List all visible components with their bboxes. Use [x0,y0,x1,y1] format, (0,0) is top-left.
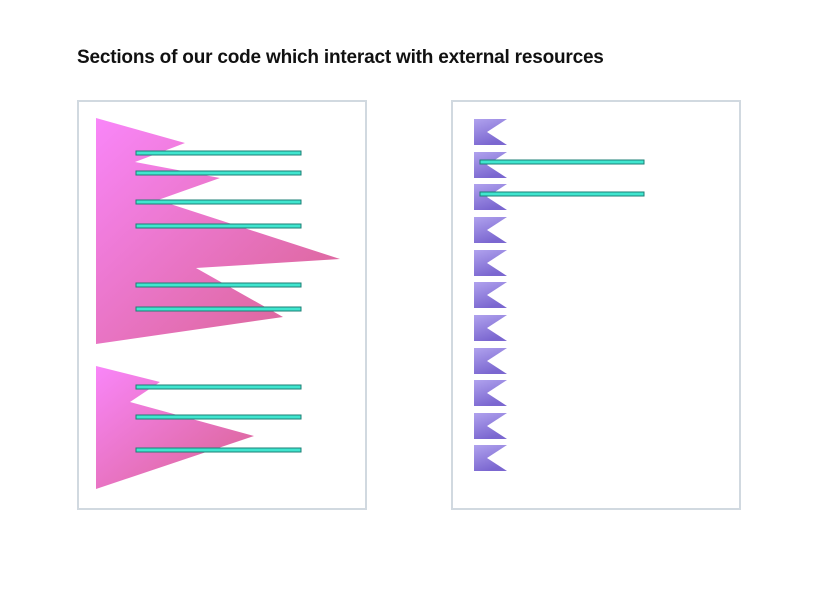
highlight-bar [135,384,302,390]
flag-icon [474,315,507,341]
right-highlight-bars [479,159,645,197]
code-block-shape-small [96,366,254,489]
highlight-bar [135,447,302,453]
flag-icon [474,445,507,471]
left-highlight-bars [135,150,302,453]
flag-icon [474,250,507,276]
flag-icon [474,348,507,374]
highlight-bar [135,306,302,312]
highlight-bar [135,282,302,288]
flag-icon [474,119,507,145]
flag-icon [474,184,507,210]
right-flag-icons [474,119,507,471]
flag-icon [474,413,507,439]
flag-icon [474,217,507,243]
flag-icon [474,380,507,406]
highlight-bar [479,191,645,197]
highlight-bar [135,170,302,176]
highlight-bar [135,150,302,156]
flag-icon [474,282,507,308]
highlight-bar [135,199,302,205]
highlight-bar [135,414,302,420]
highlight-bar [135,223,302,229]
page-title: Sections of our code which interact with… [77,47,604,68]
flag-icon [474,152,507,178]
highlight-bar [479,159,645,165]
